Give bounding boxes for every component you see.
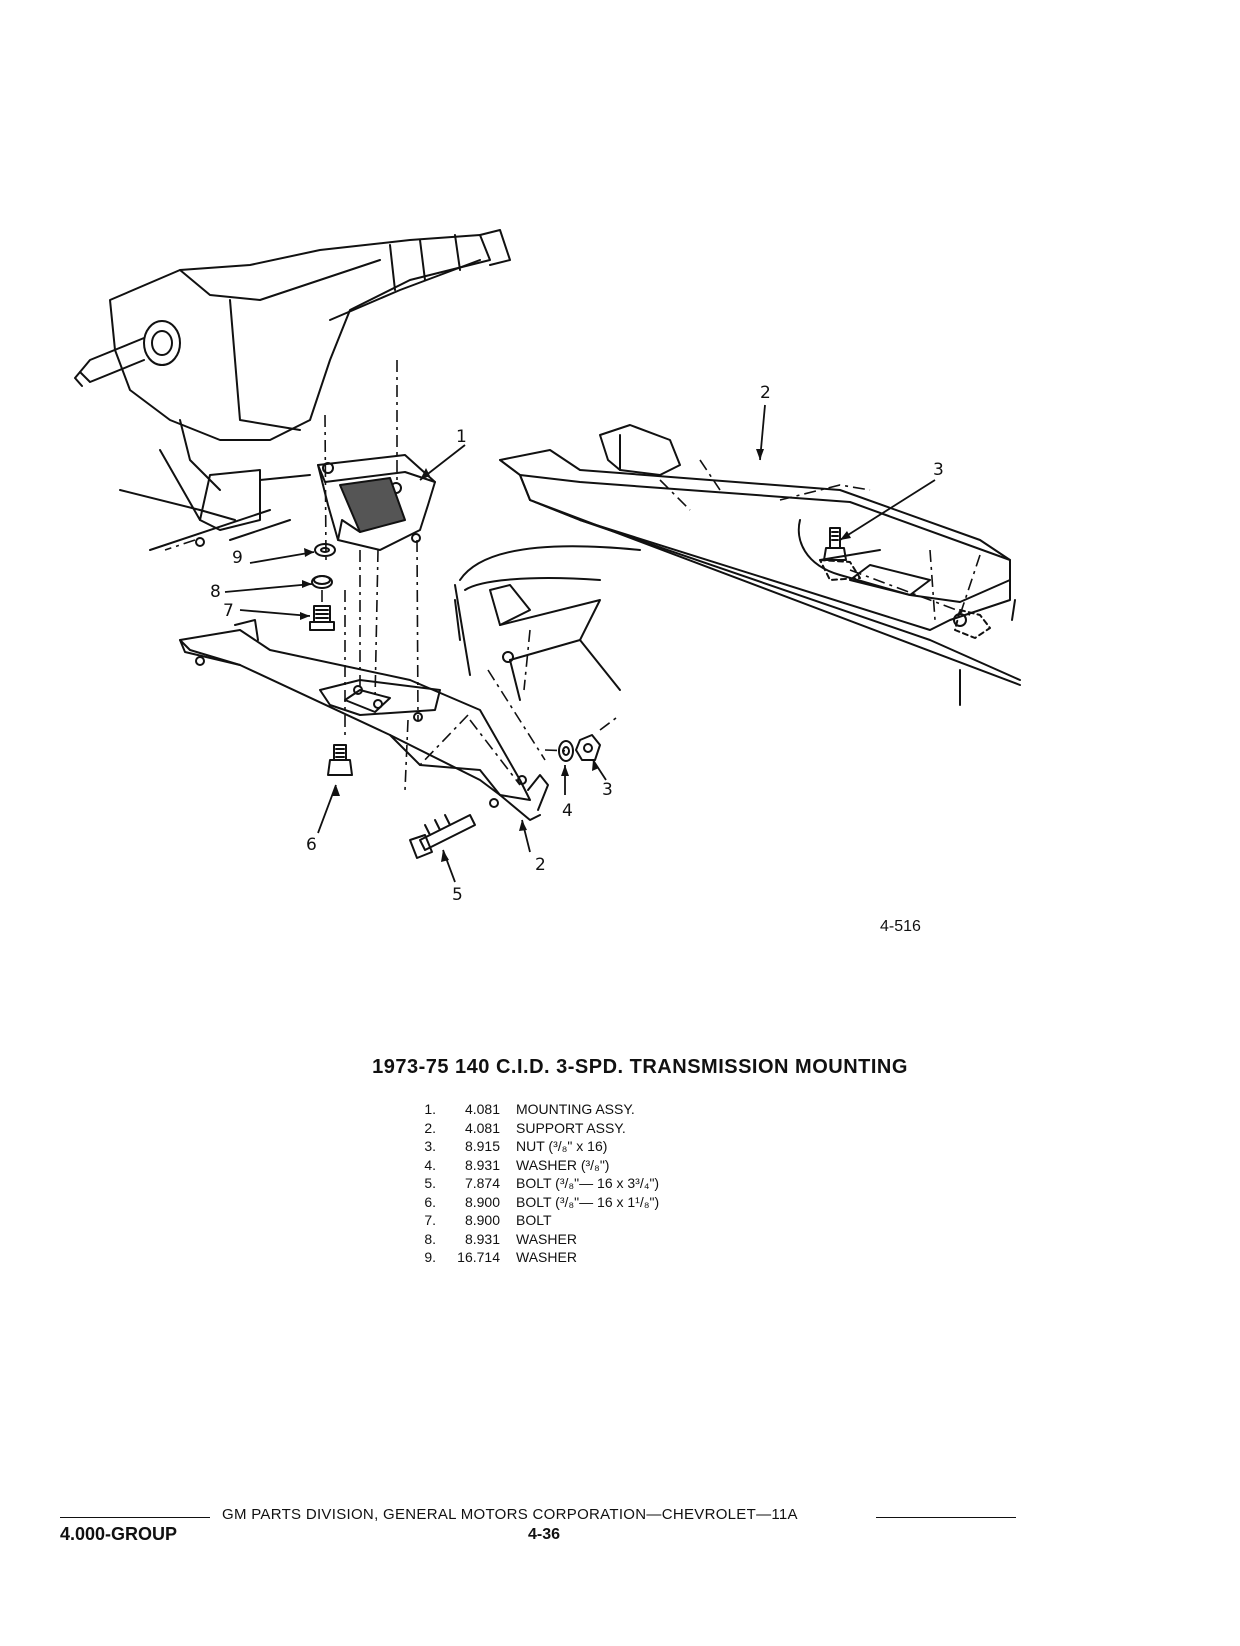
list-item: 5. 7.874 BOLT (³/₈"— 16 x 3³/₄") xyxy=(408,1174,659,1193)
callout-3-lower: 3 xyxy=(602,780,613,800)
group-number: 4.081 xyxy=(464,1119,500,1136)
group-number: 8.900 xyxy=(464,1193,500,1210)
washer-9-drawing xyxy=(314,543,336,557)
washer-4-drawing xyxy=(558,740,574,762)
bolt-7-drawing xyxy=(309,605,335,631)
footer-rule-right xyxy=(876,1517,1016,1518)
item-number: 8. xyxy=(424,1230,436,1247)
bolt-3-upper-drawing xyxy=(819,527,861,581)
list-item: 4. 8.931 WASHER (³/₈") xyxy=(408,1156,659,1175)
callout-2-upper: 2 xyxy=(760,383,771,403)
mounting-assembly-drawing xyxy=(317,454,436,551)
washer-8-drawing xyxy=(311,575,333,589)
item-number: 3. xyxy=(424,1138,436,1154)
callout-4: 4 xyxy=(562,801,573,821)
callout-3-upper: 3 xyxy=(933,460,944,480)
footer-publisher: GM PARTS DIVISION, GENERAL MOTORS CORPOR… xyxy=(222,1506,798,1523)
callout-9: 9 xyxy=(232,548,243,568)
transmission-mount-drawing: 1 2 3 9 8 7 6 5 2 4 3 xyxy=(74,229,1021,905)
transmission-drawing xyxy=(74,229,511,551)
group-number: 16.714 xyxy=(457,1249,500,1265)
list-item: 8. 8.931 WASHER xyxy=(408,1230,659,1249)
group-number: 4.081 xyxy=(464,1101,500,1117)
callout-7: 7 xyxy=(223,601,234,621)
part-description: BOLT xyxy=(516,1212,552,1228)
page-number: 4-36 xyxy=(528,1526,561,1543)
callout-1: 1 xyxy=(456,427,467,447)
page-title: 1973-75 140 C.I.D. 3-SPD. TRANSMISSION M… xyxy=(372,1056,908,1078)
list-item: 6. 8.900 BOLT (³/₈"— 16 x 1¹/₈") xyxy=(408,1193,659,1212)
group-number: 8.900 xyxy=(464,1212,500,1228)
list-item: 7. 8.900 BOLT xyxy=(408,1211,659,1230)
part-description: WASHER xyxy=(516,1230,577,1247)
part-description: BOLT (³/₈"— 16 x 3³/₄") xyxy=(516,1175,660,1191)
nut-3-drawing xyxy=(575,734,601,761)
exploded-view-illustration: 1 2 3 9 8 7 6 5 2 4 3 xyxy=(60,220,1120,940)
support-assembly-right-drawing xyxy=(499,424,1021,706)
parts-list: 1. 4.081 MOUNTING ASSY. 2. 4.081 SUPPORT… xyxy=(408,1100,659,1267)
support-assembly-left-drawing xyxy=(179,619,549,821)
group-number: 8.931 xyxy=(464,1230,500,1247)
callout-8: 8 xyxy=(210,582,221,602)
item-number: 2. xyxy=(424,1119,436,1136)
item-number: 1. xyxy=(424,1101,436,1117)
callout-2-lower: 2 xyxy=(535,855,546,875)
footer-rule-left xyxy=(60,1517,210,1518)
bolt-6-drawing xyxy=(327,744,353,776)
part-description: SUPPORT ASSY. xyxy=(516,1119,626,1136)
group-number: 8.931 xyxy=(464,1156,500,1173)
item-number: 9. xyxy=(424,1249,436,1265)
list-item: 1. 4.081 MOUNTING ASSY. xyxy=(408,1100,659,1119)
figure-number: 4-516 xyxy=(880,918,921,935)
group-number: 7.874 xyxy=(464,1175,500,1191)
item-number: 7. xyxy=(424,1212,436,1228)
list-item: 2. 4.081 SUPPORT ASSY. xyxy=(408,1119,659,1138)
bolt-5-drawing xyxy=(409,814,476,859)
vehicle-floor-drawing xyxy=(454,545,641,701)
part-description: WASHER (³/₈") xyxy=(516,1156,610,1173)
part-description: NUT (³/₈" x 16) xyxy=(516,1138,608,1154)
part-description: BOLT (³/₈"— 16 x 1¹/₈") xyxy=(516,1193,660,1210)
callout-6: 6 xyxy=(306,835,317,855)
part-description: MOUNTING ASSY. xyxy=(516,1101,635,1117)
callout-5: 5 xyxy=(452,885,463,905)
item-number: 5. xyxy=(424,1175,436,1191)
group-label: 4.000-GROUP xyxy=(60,1524,178,1544)
group-number: 8.915 xyxy=(464,1138,500,1154)
item-number: 4. xyxy=(424,1156,436,1173)
item-number: 6. xyxy=(424,1193,436,1210)
part-description: WASHER xyxy=(516,1249,577,1265)
list-item: 3. 8.915 NUT (³/₈" x 16) xyxy=(408,1137,659,1156)
list-item: 9. 16.714 WASHER xyxy=(408,1248,659,1267)
